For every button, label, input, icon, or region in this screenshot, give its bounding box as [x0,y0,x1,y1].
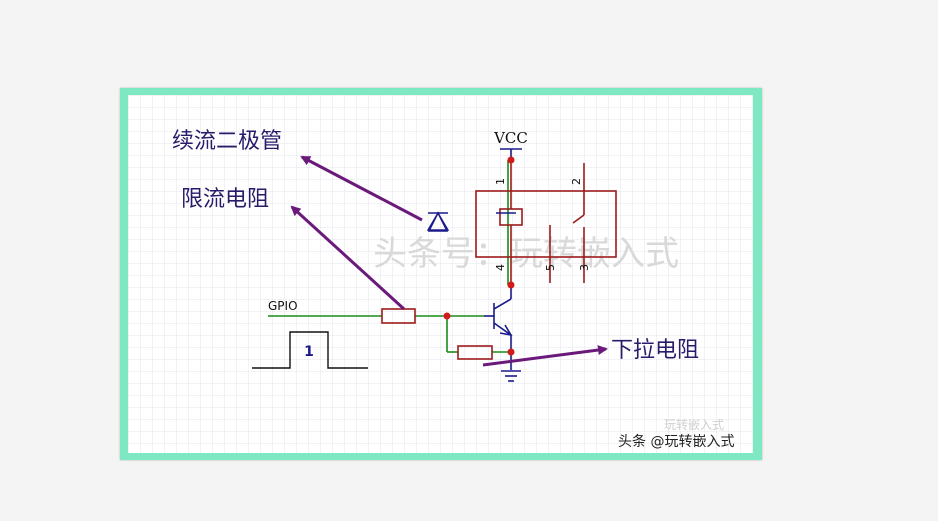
pin4-label: 4 [494,264,507,271]
pin1-label: 1 [494,178,507,185]
npn-transistor [484,298,513,337]
junction-dots [443,156,515,356]
gpio-label: GPIO [268,299,298,313]
current-limit-label: 限流电阻 [181,187,269,212]
pulldown-resistor [457,345,493,360]
center-watermark: 头条号：玩转嵌入式 [373,234,679,274]
ground-symbol [501,370,521,382]
relay-driver-schematic: 头条号：玩转嵌入式 VCC 1 2 4 5 [128,95,753,453]
arrow-to-pulldown-label [482,345,608,367]
watermark-line1: 玩转嵌入式 [664,417,724,432]
pulse-label: 1 [304,344,314,360]
diagram-canvas: 头条号：玩转嵌入式 VCC 1 2 4 5 [128,95,753,453]
flyback-diode-label: 续流二极管 [172,129,282,154]
gpio-pulse [252,331,368,369]
current-limit-resistor [381,308,416,324]
relay-internals [499,161,585,285]
watermark-line2: 头条 @玩转嵌入式 [618,433,734,450]
pin5-label: 5 [544,264,557,271]
arrow-to-diode-label [300,155,423,222]
vcc-label: VCC [493,129,528,147]
relay-body [475,190,617,258]
pin3-label: 3 [578,264,591,271]
diode-symbol [427,211,449,232]
pulldown-label: 下拉电阻 [611,338,699,363]
arrow-to-resistor-label [290,205,406,311]
grid-background [128,95,753,453]
pin2-label: 2 [570,178,583,185]
